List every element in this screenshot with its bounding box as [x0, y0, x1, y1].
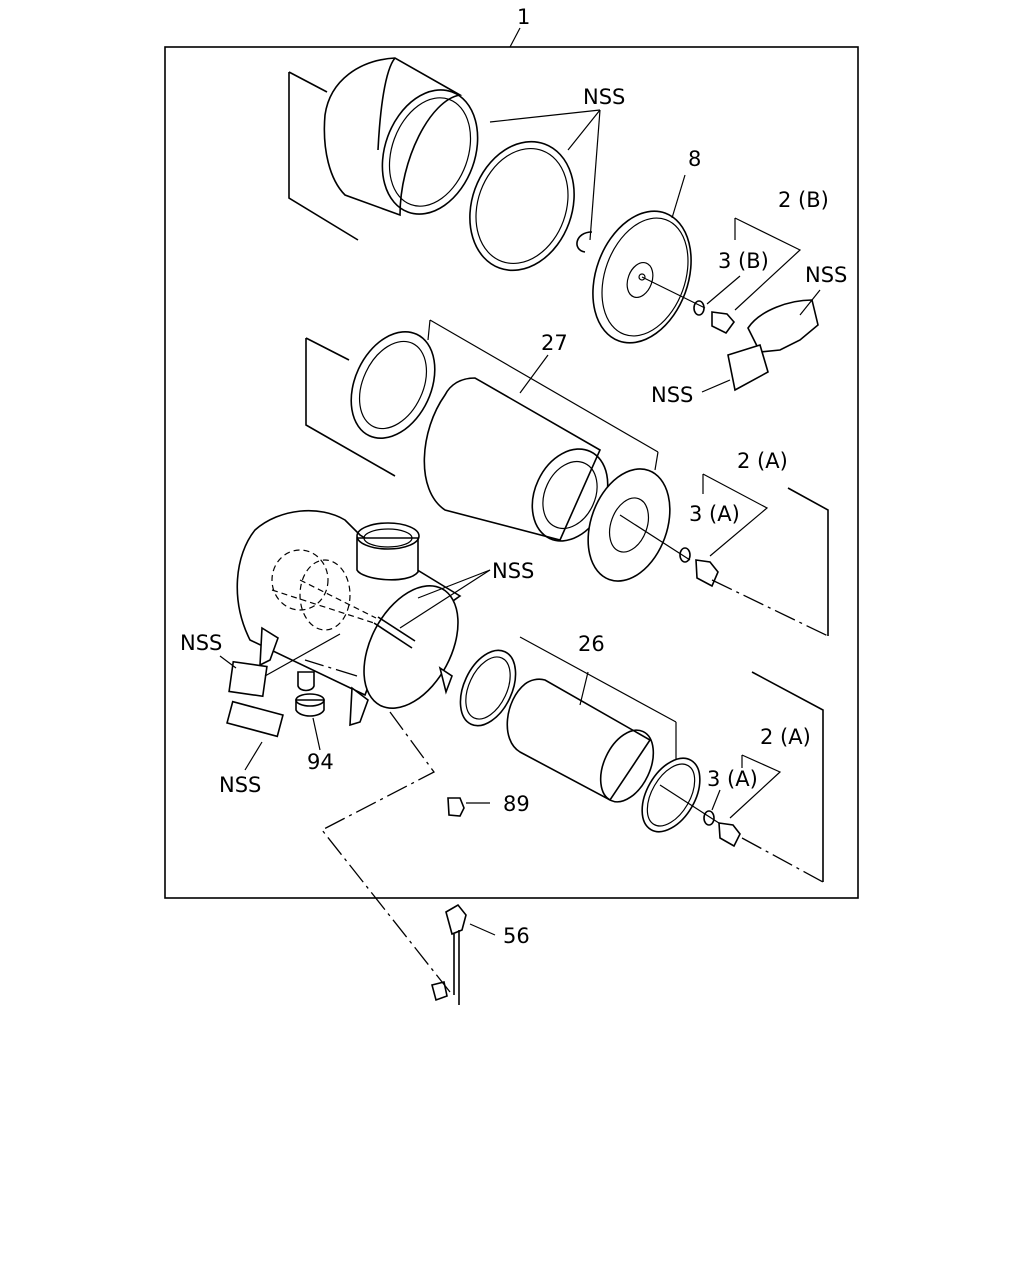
washer-3b-label: 3 (B): [718, 249, 769, 273]
wing-nut-2a-lower: [718, 822, 741, 848]
wing-nut-2b: [711, 311, 736, 335]
element-26-gasket: [459, 649, 517, 727]
nss-fragment-upper-right: [747, 299, 819, 353]
element-27-label: 27: [541, 331, 568, 355]
nss-housing-label: NSS: [492, 559, 534, 583]
nss-left-lower-label: NSS: [219, 773, 261, 797]
nss-top-label: NSS: [583, 85, 625, 109]
washer-3b: [693, 300, 705, 316]
valve-94-label: 94: [307, 750, 334, 774]
valve-94: [295, 693, 325, 751]
element-26-group: [459, 636, 824, 883]
bracket-2b-label: 2 (B): [778, 188, 829, 212]
nss-plate-upper-left: [228, 660, 268, 698]
element-27-group: [305, 319, 829, 637]
clip: [576, 231, 593, 253]
nss-right-upper-label: NSS: [805, 263, 847, 287]
housing-group: [236, 509, 491, 727]
element-27-end-plate: [587, 468, 671, 582]
assembly-frame: [164, 46, 859, 899]
element-26-body: [506, 678, 652, 802]
nss-fragment-lower-right: [727, 343, 769, 392]
element-26-end-ring: [641, 757, 701, 833]
element-27-gasket: [350, 330, 436, 440]
gasket-ring-top: [469, 140, 575, 272]
washer-3a-lower-label: 3 (A): [707, 767, 758, 791]
bracket-2a-upper-label: 2 (A): [737, 449, 788, 473]
element-27-body: [423, 377, 602, 541]
sensor-56: [431, 903, 496, 1005]
top-cap-group: [288, 57, 821, 393]
cover-8-label: 8: [688, 147, 701, 171]
wing-nut-2a-upper: [695, 559, 719, 588]
nss-left-upper-label: NSS: [180, 631, 222, 655]
nss-right-lower-label: NSS: [651, 383, 693, 407]
nss-plate-lower-left: [226, 700, 284, 738]
washer-3a-upper-label: 3 (A): [689, 502, 740, 526]
element-26-label: 26: [578, 632, 605, 656]
washer-3a-lower: [703, 810, 715, 826]
sensor-56-label: 56: [503, 924, 530, 948]
nut-89: [447, 797, 490, 817]
washer-3a-upper: [679, 547, 691, 563]
assembly-leader: [509, 27, 521, 48]
bracket-2a-lower-label: 2 (A): [760, 725, 811, 749]
nut-89-label: 89: [503, 792, 530, 816]
assembly-number-label: 1: [517, 5, 530, 29]
